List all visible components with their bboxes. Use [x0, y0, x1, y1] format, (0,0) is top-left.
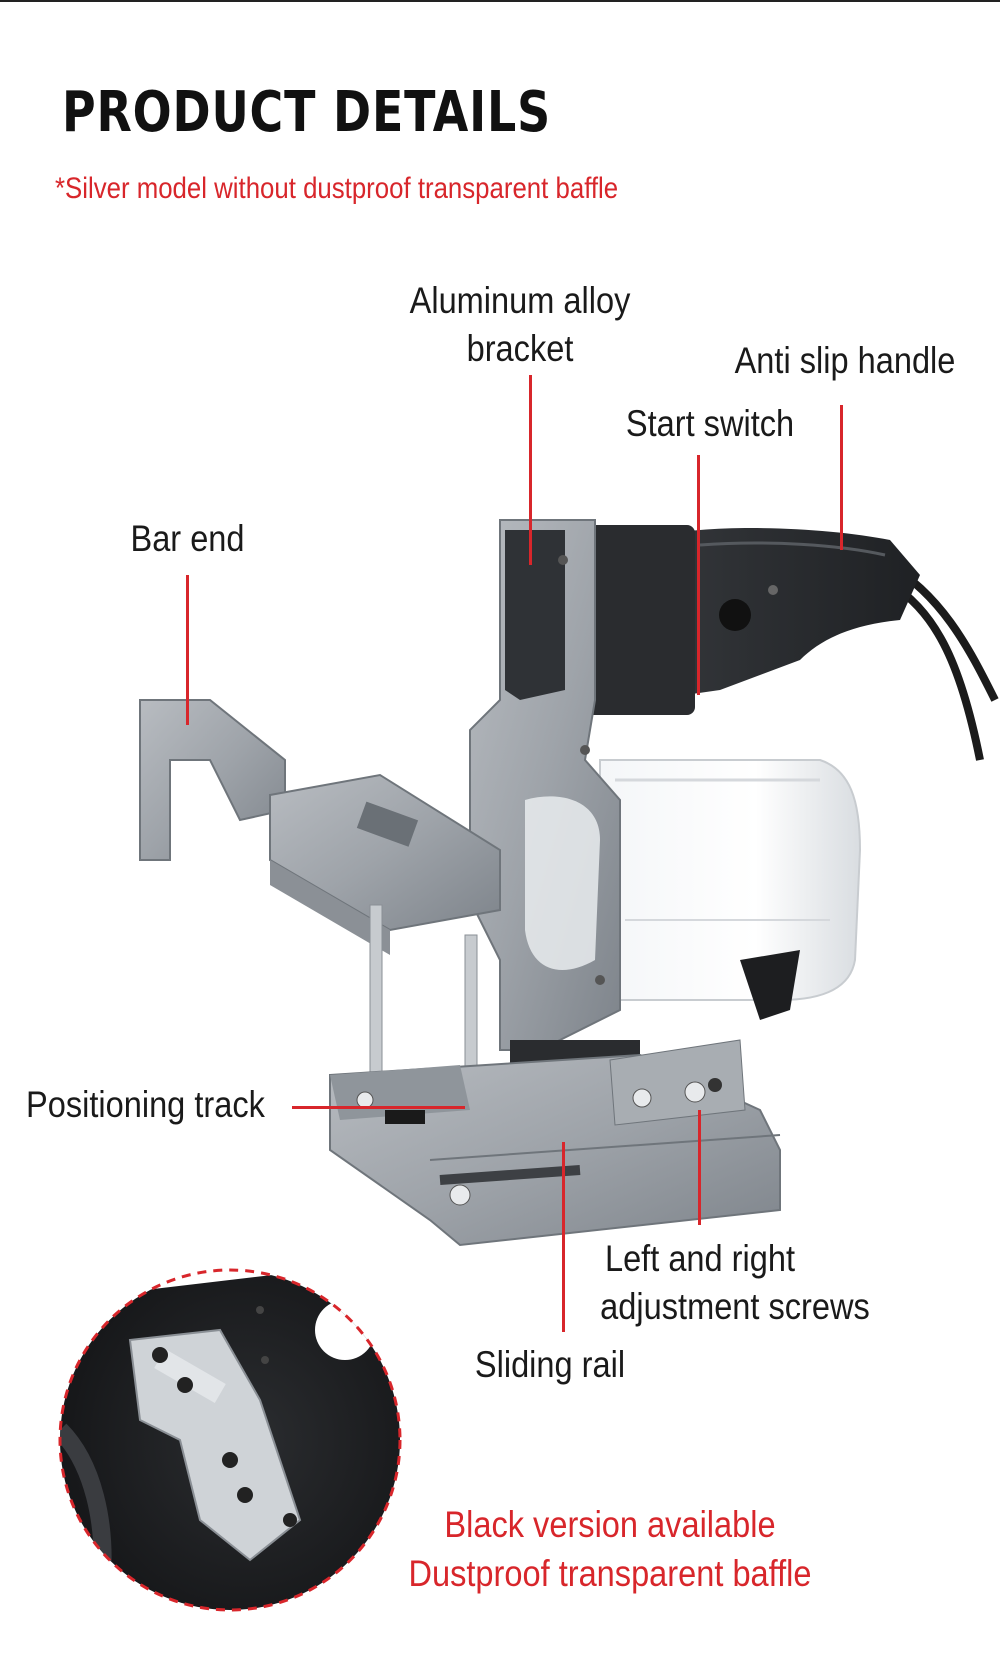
callout-line-screws: [698, 1110, 701, 1225]
callout-line-bracket: [529, 375, 532, 565]
label-bracket-line1: Aluminum alloy: [409, 280, 631, 321]
model-note: *Silver model without dustproof transpar…: [55, 172, 619, 205]
callout-line-bar-end: [186, 575, 189, 725]
callout-line-rail: [562, 1142, 565, 1332]
inset-dashed-circle: [58, 1268, 402, 1612]
label-sliding-rail: Sliding rail: [474, 1344, 626, 1385]
label-bracket-line2: bracket: [466, 328, 574, 369]
callout-line-handle: [840, 405, 843, 550]
page-title: PRODUCT DETAILS: [62, 80, 551, 145]
label-anti-slip-handle: Anti slip handle: [734, 340, 956, 381]
inset-note-line2: Dustproof transparent baffle: [408, 1553, 812, 1594]
callout-line-track: [292, 1106, 465, 1109]
top-divider: [0, 0, 1000, 2]
label-positioning-track: Positioning track: [26, 1084, 265, 1125]
label-screws-line2: adjustment screws: [600, 1286, 870, 1327]
label-start-switch: Start switch: [625, 403, 795, 444]
callout-line-switch: [697, 455, 700, 695]
label-bar-end: Bar end: [130, 518, 245, 559]
inset-note-line1: Black version available: [444, 1504, 776, 1545]
label-screws-line1: Left and right: [604, 1238, 796, 1279]
